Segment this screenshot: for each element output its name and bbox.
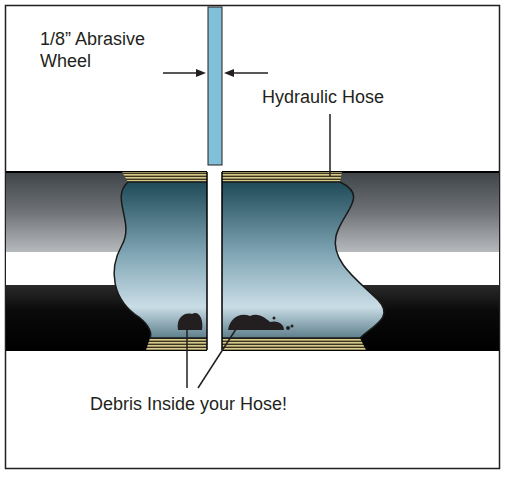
abrasive-wheel — [208, 7, 222, 165]
debris — [178, 313, 203, 330]
hose-label: Hydraulic Hose — [262, 86, 442, 108]
wire-braid — [122, 172, 342, 182]
wheel-label: 1/8” Abrasive Wheel — [40, 28, 180, 72]
dimension-arrows — [163, 69, 268, 77]
hose-interior — [114, 182, 384, 338]
wire-braid — [146, 338, 366, 350]
leader-lines — [187, 114, 330, 388]
frame — [6, 6, 500, 469]
cut-gap — [207, 168, 222, 352]
debris-label: Debris Inside your Hose! — [90, 393, 390, 415]
